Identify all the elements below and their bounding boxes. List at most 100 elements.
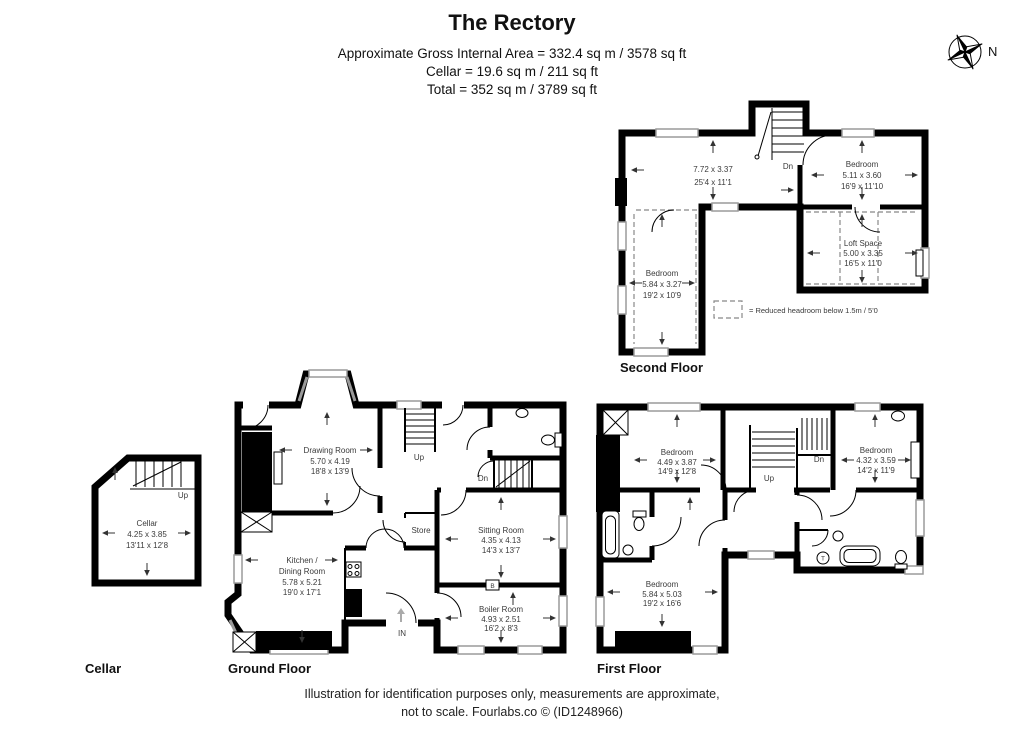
entrance-label: IN <box>398 629 406 638</box>
room-dims-imperial: 25'4 x 11'1 <box>694 178 732 187</box>
room-label: Dining Room <box>279 567 326 576</box>
room-dims-imperial: 13'11 x 12'8 <box>126 541 169 550</box>
floor-label-ground: Ground Floor <box>228 661 311 676</box>
room-label: Bedroom <box>846 160 879 169</box>
toilet-tank <box>632 510 647 518</box>
floor-label-first: First Floor <box>597 661 661 676</box>
room-dims-imperial: 16'9 x 11'10 <box>841 182 884 191</box>
toilet-icon <box>895 550 907 564</box>
room-label: Kitchen / <box>286 556 318 565</box>
stair-up-label: Up <box>178 491 189 500</box>
boiler-mark: B <box>485 579 500 591</box>
room-dims-imperial: 18'8 x 13'9 <box>311 467 350 476</box>
room-dims-imperial: 19'2 x 16'6 <box>643 599 682 608</box>
stair-down-label: Dn <box>783 162 793 171</box>
hob-icon <box>345 561 362 578</box>
toilet-tank <box>894 563 908 570</box>
tank-mark: T <box>816 551 830 565</box>
doors <box>651 464 857 547</box>
staircase-down-cellar <box>493 458 533 490</box>
store-label: Store <box>411 526 431 535</box>
first-floor-plan: T Bedroom 4.49 x 3.87 14'9 x 12'8 Bedroo… <box>595 402 925 676</box>
sink-icon <box>832 530 844 542</box>
room-dims-metric: 5.70 x 4.19 <box>310 457 350 466</box>
room-dims-metric: 4.93 x 2.51 <box>481 615 521 624</box>
toilet-icon <box>541 434 555 446</box>
oven-icon <box>345 589 362 617</box>
room-dims-metric: 5.84 x 3.27 <box>642 280 682 289</box>
room-dims-metric: 4.35 x 4.13 <box>481 536 521 545</box>
sink-icon <box>891 410 905 422</box>
room-dims-metric: 4.25 x 3.85 <box>127 530 167 539</box>
wc-fixtures <box>515 408 563 448</box>
reduced-headroom-dashes <box>633 209 918 344</box>
room-label: Bedroom <box>646 269 679 278</box>
legend-text: = Reduced headroom below 1.5m / 5'0 <box>749 306 878 315</box>
room-label: Cellar <box>137 519 158 528</box>
room-label: Loft Space <box>844 239 883 248</box>
fireplace-icon <box>273 451 283 485</box>
windows <box>595 402 925 655</box>
staircase-up <box>404 408 436 452</box>
staircase-up <box>130 461 196 490</box>
walls <box>596 403 924 654</box>
sink-icon <box>622 544 634 556</box>
walls <box>91 454 202 587</box>
room-dims-imperial: 16'2 x 8'3 <box>484 624 518 633</box>
ground-floor-plan: B Drawing Room 5.70 x 4.19 <box>224 369 568 676</box>
room-dims-imperial: 14'2 x 11'9 <box>857 466 895 475</box>
stair-up-label: Up <box>764 474 775 483</box>
page-title: The Rectory <box>448 10 576 35</box>
room-dims-metric: 4.32 x 3.59 <box>856 456 896 465</box>
header-area-line: Approximate Gross Internal Area = 332.4 … <box>337 46 687 61</box>
room-dims-imperial: 19'0 x 17'1 <box>283 588 322 597</box>
boiler-mark-label: B <box>490 583 494 590</box>
window-seat-dark <box>615 631 691 648</box>
floor-label-cellar: Cellar <box>85 661 121 676</box>
bathroom-fixtures <box>601 409 908 648</box>
room-dims-metric: 7.72 x 3.37 <box>693 165 733 174</box>
windows <box>617 128 930 357</box>
room-dims-imperial: 19'2 x 10'9 <box>643 291 682 300</box>
toilet-icon <box>633 517 645 531</box>
entrance-arrow-icon <box>397 608 405 622</box>
compass-north-label: N <box>988 44 997 59</box>
staircases <box>749 418 833 490</box>
doors <box>243 404 495 624</box>
footer-disclaimer-line2: not to scale. Fourlabs.co © (ID1248966) <box>401 705 623 719</box>
room-dims-metric: 5.11 x 3.60 <box>843 171 883 180</box>
counter <box>256 631 332 650</box>
room-dims-metric: 5.78 x 5.21 <box>282 578 322 587</box>
stair-down-label: Dn <box>478 474 488 483</box>
walls <box>615 100 929 356</box>
room-label: Bedroom <box>860 446 893 455</box>
sink-icon <box>515 408 529 418</box>
cellar-plan: Up Cellar 4.25 x 3.85 13'11 x 12'8 Cella… <box>85 454 202 676</box>
room-dims-imperial: 16'5 x 11'0 <box>844 259 882 268</box>
footer: Illustration for identification purposes… <box>0 685 1024 721</box>
second-floor-plan: 7.72 x 3.37 25'4 x 11'1 Bedroom 5.11 x 3… <box>615 100 930 375</box>
tank-mark-label: T <box>821 556 825 563</box>
reduced-headroom-legend: = Reduced headroom below 1.5m / 5'0 <box>713 300 878 319</box>
room-dims-imperial: 14'3 x 13'7 <box>482 546 521 555</box>
room-label: Bedroom <box>661 448 694 457</box>
stair-up-label: Up <box>414 453 425 462</box>
room-dims-metric: 5.84 x 5.03 <box>642 590 682 599</box>
header-total-line: Total = 352 sq m / 3789 sq ft <box>427 82 597 97</box>
compass-icon: N <box>947 34 997 70</box>
room-label: Boiler Room <box>479 605 523 614</box>
room-label: Drawing Room <box>304 446 357 455</box>
header: The Rectory Approximate Gross Internal A… <box>0 10 1024 99</box>
room-dims-metric: 4.49 x 3.87 <box>657 458 697 467</box>
floor-label-second: Second Floor <box>620 360 703 375</box>
staircase-down <box>754 108 804 160</box>
footer-disclaimer-line1: Illustration for identification purposes… <box>304 687 720 701</box>
stair-down-label: Dn <box>814 455 824 464</box>
room-label: Bedroom <box>646 580 679 589</box>
toilet-tank <box>554 432 563 448</box>
room-label: Sitting Room <box>478 526 524 535</box>
kitchen-fixtures <box>232 451 362 653</box>
header-cellar-line: Cellar = 19.6 sq m / 211 sq ft <box>426 64 598 79</box>
